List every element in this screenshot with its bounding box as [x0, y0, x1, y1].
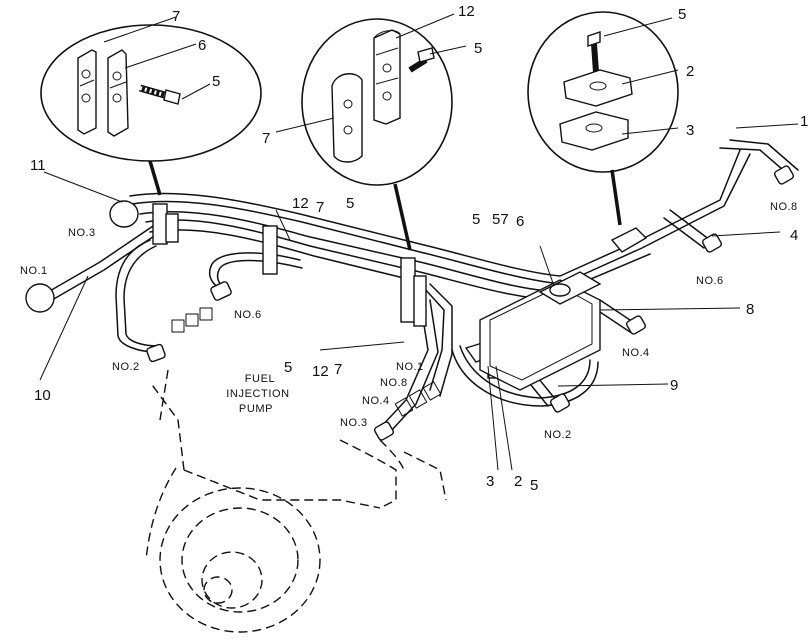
pump-label-line2: INJECTION: [226, 388, 289, 400]
cyl-label-no6-right: NO.6: [696, 275, 724, 287]
callout-3-right-detail: 3: [686, 122, 694, 139]
callout-7-left: 7: [172, 8, 180, 25]
callout-5-bottom: 5: [530, 477, 538, 494]
engine-outline-dashed: [145, 369, 447, 633]
cyl-label-no3-left: NO.3: [68, 227, 96, 239]
callout-5-right-detail: 5: [678, 6, 686, 23]
clamp-half-2: [563, 69, 633, 107]
callout-6-pump-top: 6: [516, 213, 524, 230]
callout-5-left: 5: [212, 73, 220, 90]
callout-8: 8: [746, 301, 754, 318]
cyl-label-no1-middle: NO.1: [396, 361, 424, 373]
cyl-label-no2-left: NO.2: [112, 361, 140, 373]
callout-12-lower: 12: [312, 363, 329, 380]
clamp-half-6: [107, 49, 129, 137]
injection-pump-body: [479, 271, 602, 391]
pipe-clamps: [152, 203, 648, 379]
cylinder-labels: NO.1 NO.3 NO.2 NO.6 NO.1 NO.8 NO.4 NO.3 …: [20, 201, 798, 441]
cyl-label-no4-right: NO.4: [622, 347, 650, 359]
cyl-label-no1-left: NO.1: [20, 265, 48, 277]
callout-numbers: 7 6 5 12 5 7 5 2 3 1 11 12 7 5 5 57 6 4 …: [30, 3, 808, 494]
bolt-5-middle: [408, 47, 435, 73]
cyl-label-no8-middle: NO.8: [380, 377, 408, 389]
callout-5-upper: 5: [346, 195, 354, 212]
pump-label: FUEL INJECTION PUMP: [226, 373, 289, 415]
callout-7-middle: 7: [262, 130, 270, 147]
pump-label-line3: PUMP: [239, 403, 273, 415]
cyl-label-no2-right: NO.2: [544, 429, 572, 441]
callout-4: 4: [790, 227, 798, 244]
clamp-half-12: [373, 29, 401, 125]
callout-6-left: 6: [198, 37, 206, 54]
callout-12-middle: 12: [458, 3, 475, 20]
callout-57-pump-top: 57: [492, 211, 509, 228]
callout-5-pump-top: 5: [472, 211, 480, 228]
detail-circle-middle: [275, 13, 467, 251]
callout-5-middle: 5: [474, 40, 482, 57]
detail-circle-left: [40, 16, 262, 196]
clamp-half-7-middle: [331, 73, 363, 163]
pump-label-line1: FUEL: [245, 373, 276, 385]
callout-2-bottom: 2: [514, 473, 522, 490]
bolt-5-left: [139, 84, 181, 105]
cyl-label-no6-left: NO.6: [234, 309, 262, 321]
cyl-label-no3-middle: NO.3: [340, 417, 368, 429]
callout-3-bottom: 3: [486, 473, 494, 490]
callout-12-upper: 12: [292, 195, 309, 212]
callout-10: 10: [34, 387, 51, 404]
cyl-label-no4-middle: NO.4: [362, 395, 390, 407]
leader-lines: [39, 123, 799, 471]
callout-2-right-detail: 2: [686, 63, 694, 80]
callout-7-upper: 7: [316, 199, 324, 216]
clamp-half-7: [77, 49, 97, 135]
callout-11: 11: [30, 157, 46, 174]
bolt-5-right: [587, 31, 601, 73]
cyl-label-no8-right: NO.8: [770, 201, 798, 213]
callout-5-lower: 5: [284, 359, 292, 376]
callout-9: 9: [670, 377, 678, 394]
detail-circle-right: [527, 11, 679, 226]
clamp-half-3: [559, 111, 629, 151]
fuel-line-nuts: [25, 165, 795, 441]
callout-7-lower: 7: [334, 361, 342, 378]
callout-1: 1: [800, 113, 808, 130]
